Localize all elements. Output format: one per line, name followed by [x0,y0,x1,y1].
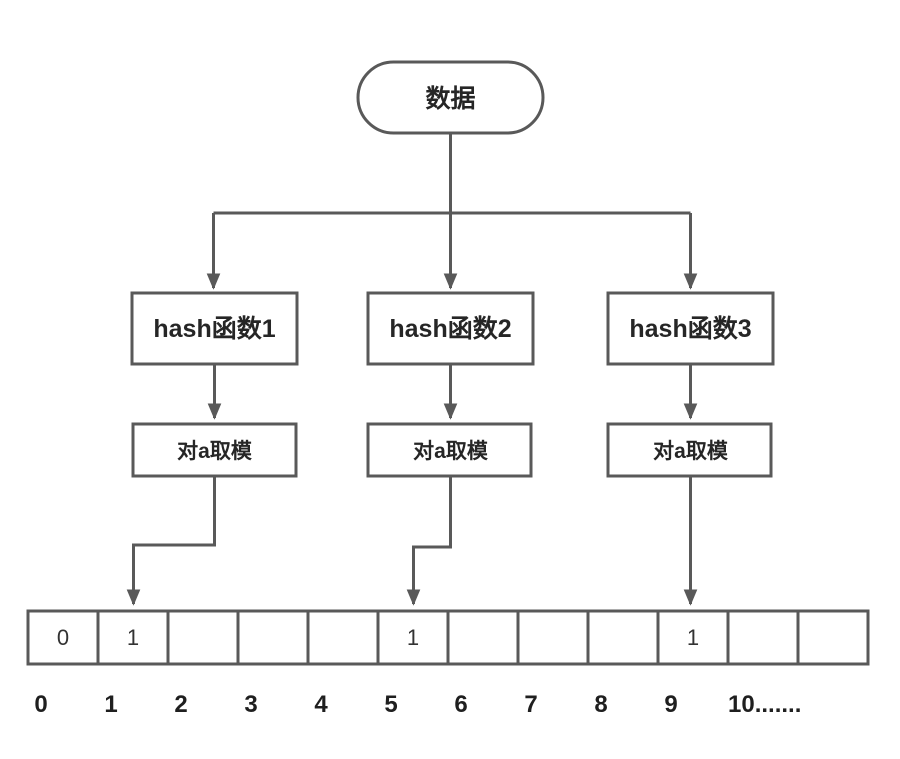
bit-cell-box [446,609,520,666]
bit-cell-7 [516,609,590,666]
hash-function-node-2: hash函数2 [366,291,535,366]
bit-cell-box [586,609,660,666]
mod-box-2 [366,422,533,478]
mod-label-3: 对a取模 [653,439,729,463]
mod-box-1 [131,422,298,478]
bit-array: 0 1 1 [26,609,870,666]
array-index-label-10: 10....... [728,691,801,718]
array-index-label-6: 6 [454,691,467,718]
array-index-label-0: 0 [34,691,47,718]
bit-cell-value: 1 [407,625,419,650]
bit-cell-box [166,609,240,666]
hash-function-node-3: hash函数3 [606,291,775,366]
hash-function-box-3 [606,291,775,366]
arrow-mod1-to-cell1 [126,476,216,606]
mod-node-2: 对a取模 [366,422,533,478]
bit-cell-box [26,609,100,666]
bit-cell-5: 1 [376,609,450,666]
bit-cell-box [306,609,380,666]
array-index-label-5: 5 [384,691,397,718]
bit-cell-11 [796,609,870,666]
hash-function-label-1: hash函数1 [153,315,275,343]
bit-cell-value: 1 [687,625,699,650]
array-index-label-9: 9 [664,691,677,718]
hash-function-label-3: hash函数3 [629,315,751,343]
bit-cell-6 [446,609,520,666]
bit-cell-0: 0 [26,609,100,666]
hash-function-label-2: hash函数2 [389,315,511,343]
bit-cell-box [236,609,310,666]
bit-cell-box [726,609,800,666]
bit-cell-box [796,609,870,666]
bit-cell-4 [306,609,380,666]
hash-function-box-2 [366,291,535,366]
bit-cell-box [376,609,450,666]
array-index-label-3: 3 [244,691,257,718]
data-source-label: 数据 [425,85,475,113]
bit-cell-10 [726,609,800,666]
bit-cell-box [516,609,590,666]
hash-function-node-1: hash函数1 [130,291,299,366]
array-index-label-2: 2 [174,691,187,718]
mod-box-3 [606,422,773,478]
array-index-label-1: 1 [104,691,117,718]
data-source-shape [356,60,545,135]
arrow-mod2-to-cell5 [406,476,452,606]
mod-label-2: 对a取模 [413,439,489,463]
array-index-label-8: 8 [594,691,607,718]
bit-cell-8 [586,609,660,666]
mod-label-1: 对a取模 [177,439,253,463]
bit-cell-value: 1 [127,625,139,650]
array-index-label-4: 4 [314,691,328,718]
data-source-node: 数据 [356,60,545,135]
bit-cell-1: 1 [96,609,170,666]
array-index-label-7: 7 [524,691,537,718]
bit-array-index-row: 0 1 2 3 4 5 6 7 8 9 10....... [34,691,801,718]
mod-node-1: 对a取模 [131,422,298,478]
mod-node-3: 对a取模 [606,422,773,478]
bit-cell-2 [166,609,240,666]
bit-cell-value: 0 [57,625,69,650]
bit-cell-9: 1 [656,609,730,666]
hash-function-box-1 [130,291,299,366]
bit-cell-3 [236,609,310,666]
